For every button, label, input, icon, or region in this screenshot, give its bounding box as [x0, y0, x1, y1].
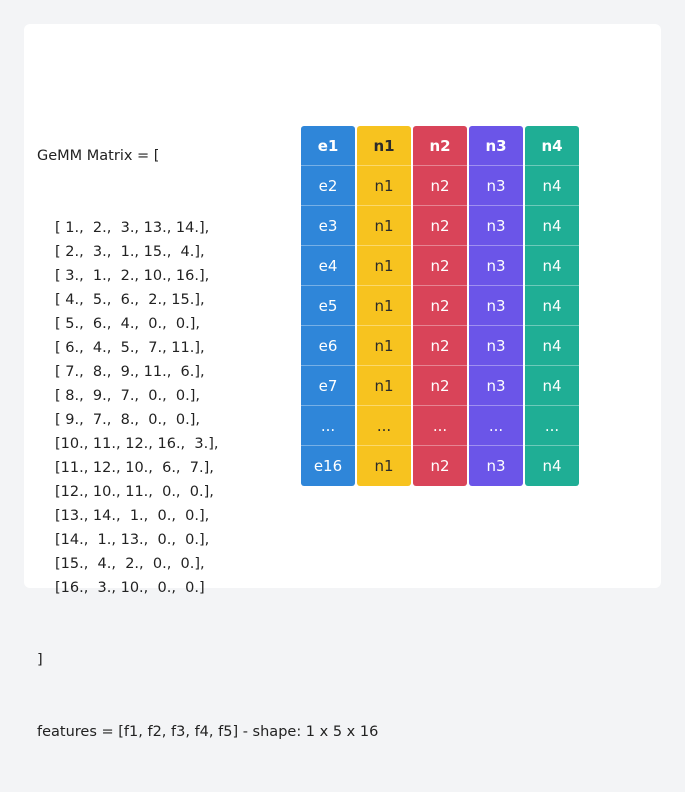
matrix-row: [ 9., 7., 8., 0., 0.],: [55, 412, 201, 428]
matrix-row: [12., 10., 11., 0., 0.],: [55, 484, 214, 500]
grid-cell: e3: [301, 206, 355, 246]
grid-cell: n4: [542, 457, 562, 475]
matrix-rows: [ 1., 2., 3., 13., 14.], [ 2., 3., 1., 15…: [37, 216, 378, 600]
matrix-row: [ 3., 1., 2., 10., 16.],: [55, 268, 210, 284]
grid-cell: n2: [413, 286, 467, 326]
content-card: GeMM Matrix = [ [ 1., 2., 3., 13., 14.],…: [24, 24, 661, 740]
features-line: features = [f1, f2, f3, f4, f5] - shape:…: [37, 724, 379, 740]
matrix-closing: ]: [37, 652, 43, 668]
grid-cell: n3: [469, 246, 523, 286]
grid-cell: n2: [413, 326, 467, 366]
grid-cell: n4: [525, 206, 579, 246]
grid-cell: ...: [357, 406, 411, 446]
grid-cell: e6: [301, 326, 355, 366]
grid-cell: n3: [469, 366, 523, 406]
grid-cell: e5: [301, 286, 355, 326]
grid-cell: ...: [469, 406, 523, 446]
grid-cell: n1: [357, 166, 411, 206]
grid-cell: n3: [469, 326, 523, 366]
matrix-row: [10., 11., 12., 16., 3.],: [55, 436, 219, 452]
matrix-header: GeMM Matrix = [: [37, 148, 160, 164]
grid-cell: e2: [301, 166, 355, 206]
matrix-row: [ 6., 4., 5., 7., 11.],: [55, 340, 205, 356]
grid-cell: n2: [413, 206, 467, 246]
grid-cell: ...: [413, 406, 467, 446]
grid-cell: n2: [413, 366, 467, 406]
grid-cell: n4: [525, 166, 579, 206]
matrix-row: [15., 4., 2., 0., 0.],: [55, 556, 205, 572]
grid-cell: n2: [413, 126, 467, 166]
grid-cell: n1: [357, 366, 411, 406]
grid-cell: ...: [525, 406, 579, 446]
grid-cell: n1: [357, 206, 411, 246]
grid-cell: n1: [357, 326, 411, 366]
grid-cell: e16: [313, 457, 343, 475]
matrix-row: [16., 3., 10., 0., 0.]: [55, 580, 205, 596]
grid-cell: e4: [301, 246, 355, 286]
matrix-row: [ 1., 2., 3., 13., 14.],: [55, 220, 210, 236]
grid-cell: n2: [430, 457, 450, 475]
grid-cell: n1: [357, 246, 411, 286]
matrix-row: [ 2., 3., 1., 15., 4.],: [55, 244, 205, 260]
grid-cell: ...: [301, 406, 355, 446]
grid-cell: n1: [357, 126, 411, 166]
grid-cell: n1: [357, 286, 411, 326]
grid-cell: n4: [525, 286, 579, 326]
grid-cell: n3: [486, 457, 506, 475]
grid-cell: n4: [525, 126, 579, 166]
grid-cell: n2: [413, 246, 467, 286]
grid-cell: e7: [301, 366, 355, 406]
matrix-row: [ 4., 5., 6., 2., 15.],: [55, 292, 205, 308]
grid-cell: n4: [525, 326, 579, 366]
grid-cell: n4: [525, 366, 579, 406]
grid-cell: e1: [301, 126, 355, 166]
grid-cell: n3: [469, 166, 523, 206]
matrix-row: [ 5., 6., 4., 0., 0.],: [55, 316, 201, 332]
matrix-row: [11., 12., 10., 6., 7.],: [55, 460, 214, 476]
matrix-row: [ 8., 9., 7., 0., 0.],: [55, 388, 201, 404]
grid-cell: n3: [469, 126, 523, 166]
grid-cell: n3: [469, 206, 523, 246]
grid-cell: n3: [469, 286, 523, 326]
grid-cell: n4: [525, 246, 579, 286]
matrix-row: [14., 1., 13., 0., 0.],: [55, 532, 210, 548]
grid-cell: n1: [374, 457, 394, 475]
matrix-row: [13., 14., 1., 0., 0.],: [55, 508, 210, 524]
matrix-row: [ 7., 8., 9., 11., 6.],: [55, 364, 205, 380]
grid-cell: n2: [413, 166, 467, 206]
